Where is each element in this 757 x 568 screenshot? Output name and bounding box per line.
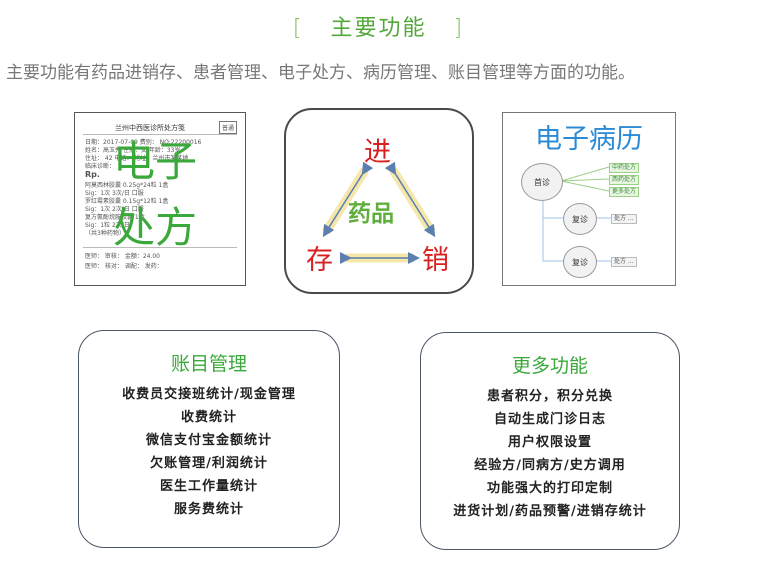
more-features-card: 更多功能 患者积分，积分兑换 自动生成门诊日志 用户权限设置 经验方/同病方/史… <box>420 332 680 550</box>
title-bracket-right: ] <box>453 16 465 41</box>
rx-row: Sig：1次 3次/日 口服 <box>85 190 144 197</box>
emr-title: 电子病历 <box>535 124 643 155</box>
rx-row: 住址： 42 电话： 地址：兰州市某某地 <box>85 155 189 162</box>
cycle-arrows-icon <box>322 161 436 264</box>
revisit-node: 复诊 <box>563 203 597 235</box>
revisit-node: 复诊 <box>563 246 597 278</box>
emr-tree-lines-icon <box>542 166 611 262</box>
rx-row: Sig：1次 2次/日 口服 <box>85 206 144 213</box>
divider <box>83 134 237 135</box>
inventory-stock: 存 <box>306 245 333 276</box>
first-visit-node: 首诊 <box>521 163 563 201</box>
list-item: 收费员交接班统计/现金管理 <box>122 387 296 402</box>
rx-row: 日期：2017-07-09 费别： NO:22200016 <box>85 139 202 146</box>
prescription-doc-title: 兰州中西医诊所处方笺 <box>115 124 185 132</box>
rx-row: 复方氨酚烷胺胶囊 1盒 <box>85 214 145 221</box>
section-title: [ 主要功能 ] <box>0 10 757 42</box>
list-item: 服务费统计 <box>173 502 244 517</box>
inventory-center: 药品 <box>348 201 394 227</box>
list-item: 患者积分，积分兑换 <box>486 389 613 404</box>
list-item: 进货计划/药品预警/进销存统计 <box>453 504 647 519</box>
divider <box>83 247 237 248</box>
inventory-in: 进 <box>364 137 391 168</box>
rx-tag: 更多处方 <box>609 187 640 197</box>
list-item: 微信支付宝金额统计 <box>145 433 272 448</box>
list-item: 功能强大的打印定制 <box>486 481 613 496</box>
rx-row: 罗红霉素胶囊 0.15g*12粒 1盒 <box>85 198 169 205</box>
rx-tag: 中药处方 <box>609 163 640 173</box>
prescription-image: 兰州中西医诊所处方笺 普通 日期：2017-07-09 费别： NO:22200… <box>74 112 246 286</box>
rx-row: Sig：1粒 2次/日 <box>85 222 130 229</box>
list-item: 收费统计 <box>180 410 237 425</box>
prescription-overlay-2: 处方 <box>113 203 198 252</box>
list-item: 医生工作量统计 <box>159 479 258 494</box>
rx-row: （共3种药物） <box>85 230 125 237</box>
rx-row: 医师： 审核： 金额：24.00 <box>85 253 160 260</box>
accounts-card: 账目管理 收费员交接班统计/现金管理 收费统计 微信支付宝金额统计 欠账管理/利… <box>78 330 340 548</box>
list-item: 欠账管理/利润统计 <box>150 456 268 471</box>
rx-tag: 西药处方 <box>609 175 640 185</box>
rx-row: 临床诊断： <box>85 163 116 170</box>
inventory-sale: 销 <box>422 245 449 276</box>
intro-text: 主要功能有药品进销存、患者管理、电子处方、病历管理、账目管理等方面的功能。 <box>6 63 635 83</box>
more-card-title: 更多功能 <box>511 355 588 377</box>
list-item: 自动生成门诊日志 <box>493 412 606 427</box>
title-text: 主要功能 <box>330 16 427 41</box>
rx-tag: 处方 ... <box>611 214 637 224</box>
list-item: 经验方/同病方/史方调用 <box>474 458 626 473</box>
rx-row: Rp. <box>85 170 100 179</box>
rx-row: 阿莫西林胶囊 0.25g*24粒 1盒 <box>85 182 169 189</box>
drug-inventory-diagram: 进 存 销 药品 <box>284 108 474 294</box>
accounts-list: 收费员交接班统计/现金管理 收费统计 微信支付宝金额统计 欠账管理/利润统计 医… <box>79 383 339 521</box>
more-list: 患者积分，积分兑换 自动生成门诊日志 用户权限设置 经验方/同病方/史方调用 功… <box>421 385 679 523</box>
emr-diagram: 电子病历 首诊 中药处方 西药处方 更多处方 复诊 处方 ... 复诊 处方 .… <box>502 112 676 286</box>
prescription-stamp: 普通 <box>219 121 238 134</box>
rx-row: 医师： 核对： 调配： 发药： <box>85 263 163 270</box>
rx-tag: 处方 ... <box>611 257 637 267</box>
rx-row: 姓名：高玉秀 性别：女 年龄：33岁 <box>85 147 181 154</box>
list-item: 用户权限设置 <box>507 435 592 450</box>
prescription-overlay-1: 电子 <box>113 137 198 186</box>
title-bracket-left: [ <box>292 16 304 41</box>
accounts-card-title: 账目管理 <box>170 353 247 375</box>
